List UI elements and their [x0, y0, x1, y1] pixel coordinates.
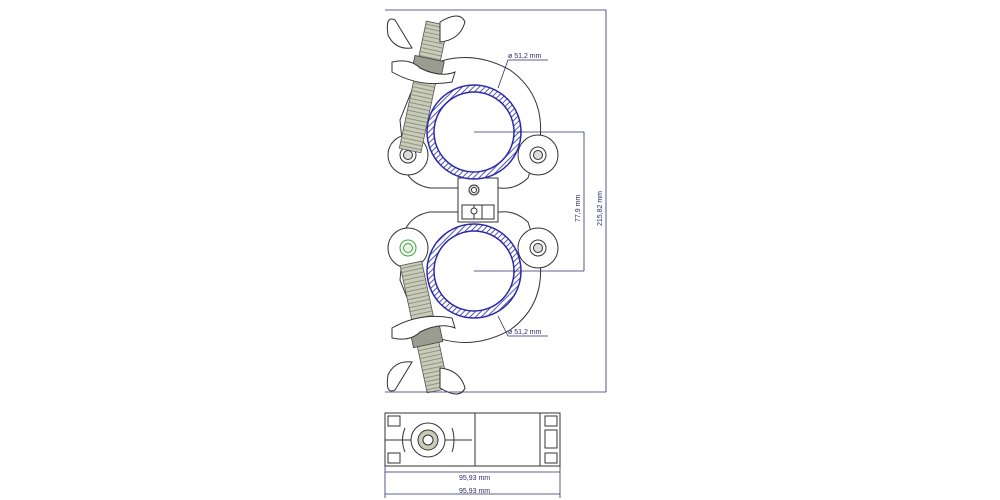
diameter-bottom-label: ø 51,2 mm [508, 329, 542, 336]
wing-nut-top [386, 15, 466, 85]
bottom-view [384, 412, 561, 467]
diameter-top-label: ø 51,2 mm [508, 53, 542, 60]
width-label-1: 95,93 mm [459, 475, 490, 482]
center-plate [461, 204, 495, 220]
side-lugs [387, 134, 559, 269]
width-label-2: 95,93 mm [459, 488, 490, 495]
center-distance-label: 77,9 mm [575, 195, 582, 222]
dimension-lines [384, 9, 607, 498]
wing-nut-bottom [386, 315, 466, 395]
total-height-label: 215,82 mm [597, 191, 604, 226]
